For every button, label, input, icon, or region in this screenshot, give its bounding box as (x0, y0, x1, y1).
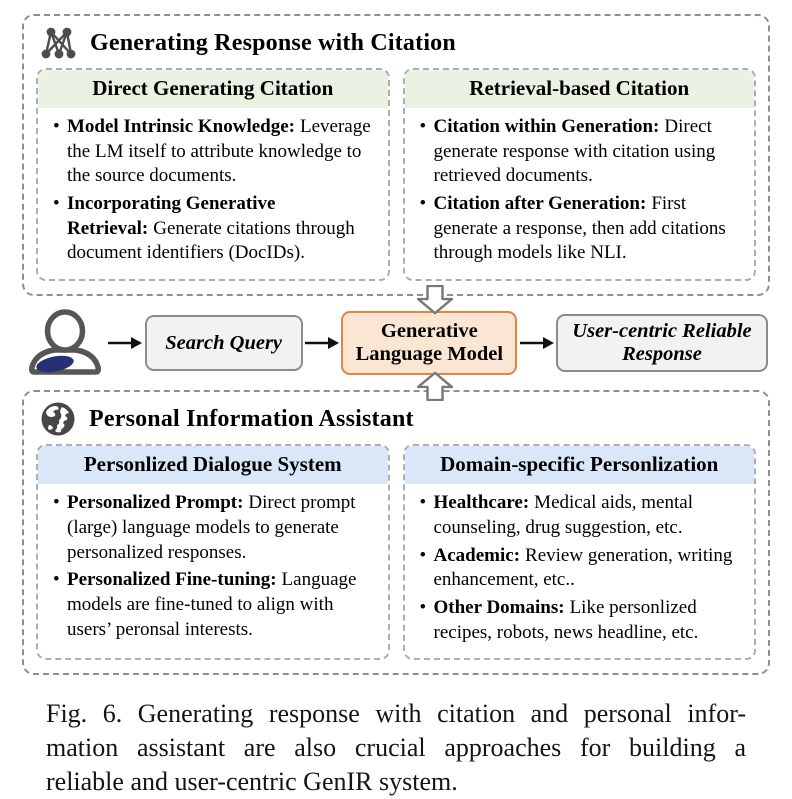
bullet-incorporating-generative-retrieval: Incorporating Generative Retrieval:Gener… (52, 192, 380, 266)
reliable-response-box: User-centric Reliable Response (555, 314, 768, 373)
citation-section: Generating Response with Citation Direct… (22, 14, 770, 297)
citation-to-model-arrow (417, 285, 454, 315)
bullet-label: Academic: (433, 544, 521, 566)
bullet-text: Generate citations through document iden… (67, 217, 355, 264)
bullet-text: Like personlized recipes, robots, news h… (433, 596, 699, 643)
bullet-citation-within-generation: Citation within Generation:Direct genera… (419, 115, 747, 189)
network-graph-icon (40, 25, 77, 61)
assistant-columns: Personlized Dialogue System Personalized… (24, 441, 768, 673)
assistant-to-model-arrow (417, 371, 454, 402)
bullet-text: Direct prompt (large) language models to… (67, 492, 356, 563)
caption-line-1: Fig. 6. Generating response with citatio… (46, 699, 746, 729)
arrow-query-to-model (304, 337, 339, 350)
search-query-box: Search Query (144, 315, 303, 372)
model-label-line2: Language Model (355, 343, 504, 366)
model-label-line1: Generative (380, 320, 478, 343)
bullet-model-intrinsic-knowledge: Model Intrinsic Knowledge:Leverage the L… (52, 115, 380, 189)
bullet-text: Medical aids, mental counseling, drug su… (433, 492, 693, 538)
personalized-dialogue-system-bullets: Personalized Prompt:Direct prompt (large… (38, 491, 388, 645)
citation-section-title: Generating Response with Citation (90, 29, 456, 56)
bullet-personalized-prompt: Personalized Prompt:Direct prompt (large… (52, 491, 380, 565)
domain-specific-personalization-box: Domain-specific Personlization Healthcar… (402, 444, 756, 661)
direct-generating-citation-box: Direct Generating Citation Model Intrins… (36, 68, 390, 282)
pipeline-row: Search Query Generative Language Model U… (22, 285, 770, 402)
bullet-healthcare: Healthcare:Medical aids, mental counseli… (419, 491, 747, 540)
caption-line-3: reliable and user-centric GenIR system. (46, 766, 458, 796)
bullet-label: Model Intrinsic Knowledge: (67, 116, 295, 137)
citation-section-header: Generating Response with Citation (24, 16, 768, 65)
bullet-label: Personalized Prompt: (67, 492, 244, 514)
direct-generating-citation-header: Direct Generating Citation (38, 70, 388, 108)
retrieval-based-citation-header: Retrieval-based Citation (404, 70, 754, 108)
bullet-other-domains: Other Domains:Like personlized recipes, … (419, 596, 747, 645)
bullet-text: First generate a response, then add cita… (433, 193, 726, 264)
user-icon (24, 309, 106, 377)
bullet-label: Citation within Generation: (433, 116, 660, 137)
personalized-dialogue-system-box: Personlized Dialogue System Personalized… (36, 444, 390, 661)
globe-icon (40, 401, 76, 437)
personalized-dialogue-system-header: Personlized Dialogue System (38, 446, 388, 485)
bullet-academic: Academic:Review generation, writing enha… (419, 544, 747, 593)
reliable-response-label: User-centric Reliable Response (572, 320, 752, 366)
bullet-personalized-fine-tuning: Personalized Fine-tuning:Language models… (52, 568, 380, 642)
citation-columns: Direct Generating Citation Model Intrins… (24, 65, 768, 294)
arrow-user-to-query (108, 337, 143, 350)
bullet-text: Review generation, writing enhancement, … (433, 544, 733, 591)
bullet-label: Personalized Fine-tuning: (67, 569, 277, 591)
bullet-label: Citation after Generation: (433, 193, 647, 215)
assistant-section-header: Personal Information Assistant (24, 392, 768, 441)
direct-generating-citation-bullets: Model Intrinsic Knowledge:Leverage the L… (38, 115, 388, 269)
search-query-label: Search Query (165, 331, 283, 354)
bullet-text: Leverage the LM itself to attribute know… (67, 116, 371, 187)
bullet-label: Other Domains: (433, 596, 565, 618)
arrow-model-to-response (519, 337, 554, 350)
figure-caption: Fig. 6. Generating response with citatio… (46, 697, 746, 798)
retrieval-based-citation-box: Retrieval-based Citation Citation within… (402, 68, 756, 282)
domain-specific-personalization-header: Domain-specific Personlization (404, 446, 754, 485)
bullet-text: Language models are fine-tuned to align … (67, 569, 357, 640)
assistant-section-title: Personal Information Assistant (89, 405, 414, 432)
caption-line-2: mation assistant are also crucial approa… (46, 733, 746, 763)
domain-specific-personalization-bullets: Healthcare:Medical aids, mental counseli… (405, 491, 755, 648)
bullet-citation-after-generation: Citation after Generation:First generate… (419, 192, 747, 266)
retrieval-based-citation-bullets: Citation within Generation:Direct genera… (405, 115, 755, 269)
bullet-label: Incorporating Generative Retrieval: (67, 193, 276, 239)
bullet-text: Direct generate response with citation u… (433, 116, 716, 187)
bullet-label: Healthcare: (433, 492, 530, 514)
generative-language-model-box: Generative Language Model (341, 285, 518, 402)
assistant-section: Personal Information Assistant Personliz… (22, 390, 770, 676)
